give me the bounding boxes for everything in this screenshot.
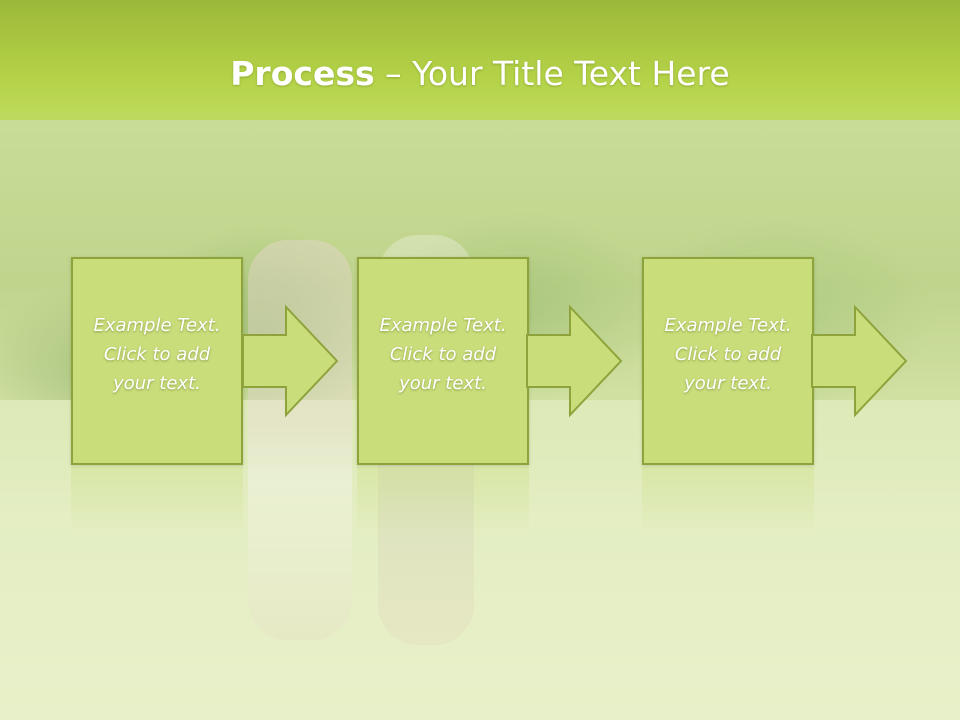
- header-band: [0, 0, 960, 140]
- process-step-1[interactable]: Example Text. Click to add your text.: [71, 257, 243, 465]
- step-1-line-3: your text.: [113, 373, 201, 394]
- step-3-line-2: Click to add: [674, 344, 782, 365]
- step-3-line-3: your text.: [684, 373, 772, 394]
- step-2-line-3: your text.: [399, 373, 487, 394]
- step-1-reflection: [71, 467, 243, 537]
- title-bold: Process: [230, 54, 375, 93]
- step-3-reflection: [642, 467, 814, 537]
- step-2-line-2: Click to add: [389, 344, 497, 365]
- arrow-right-icon: [526, 304, 623, 418]
- title-rest: – Your Title Text Here: [374, 54, 730, 93]
- process-step-2[interactable]: Example Text. Click to add your text.: [357, 257, 529, 465]
- process-step-3[interactable]: Example Text. Click to add your text.: [642, 257, 814, 465]
- step-1-line-1: Example Text.: [93, 315, 221, 336]
- step-2-line-1: Example Text.: [379, 315, 507, 336]
- arrow-right-icon: [242, 304, 339, 418]
- background-golfer-left: [248, 240, 352, 640]
- step-3-text[interactable]: Example Text. Click to add your text.: [644, 311, 812, 398]
- step-2-reflection: [357, 467, 529, 537]
- step-3-line-1: Example Text.: [664, 315, 792, 336]
- arrow-right-icon: [811, 304, 908, 418]
- slide-title[interactable]: Process – Your Title Text Here: [0, 52, 960, 96]
- step-1-text[interactable]: Example Text. Click to add your text.: [73, 311, 241, 398]
- step-2-text[interactable]: Example Text. Click to add your text.: [359, 311, 527, 398]
- step-1-line-2: Click to add: [103, 344, 211, 365]
